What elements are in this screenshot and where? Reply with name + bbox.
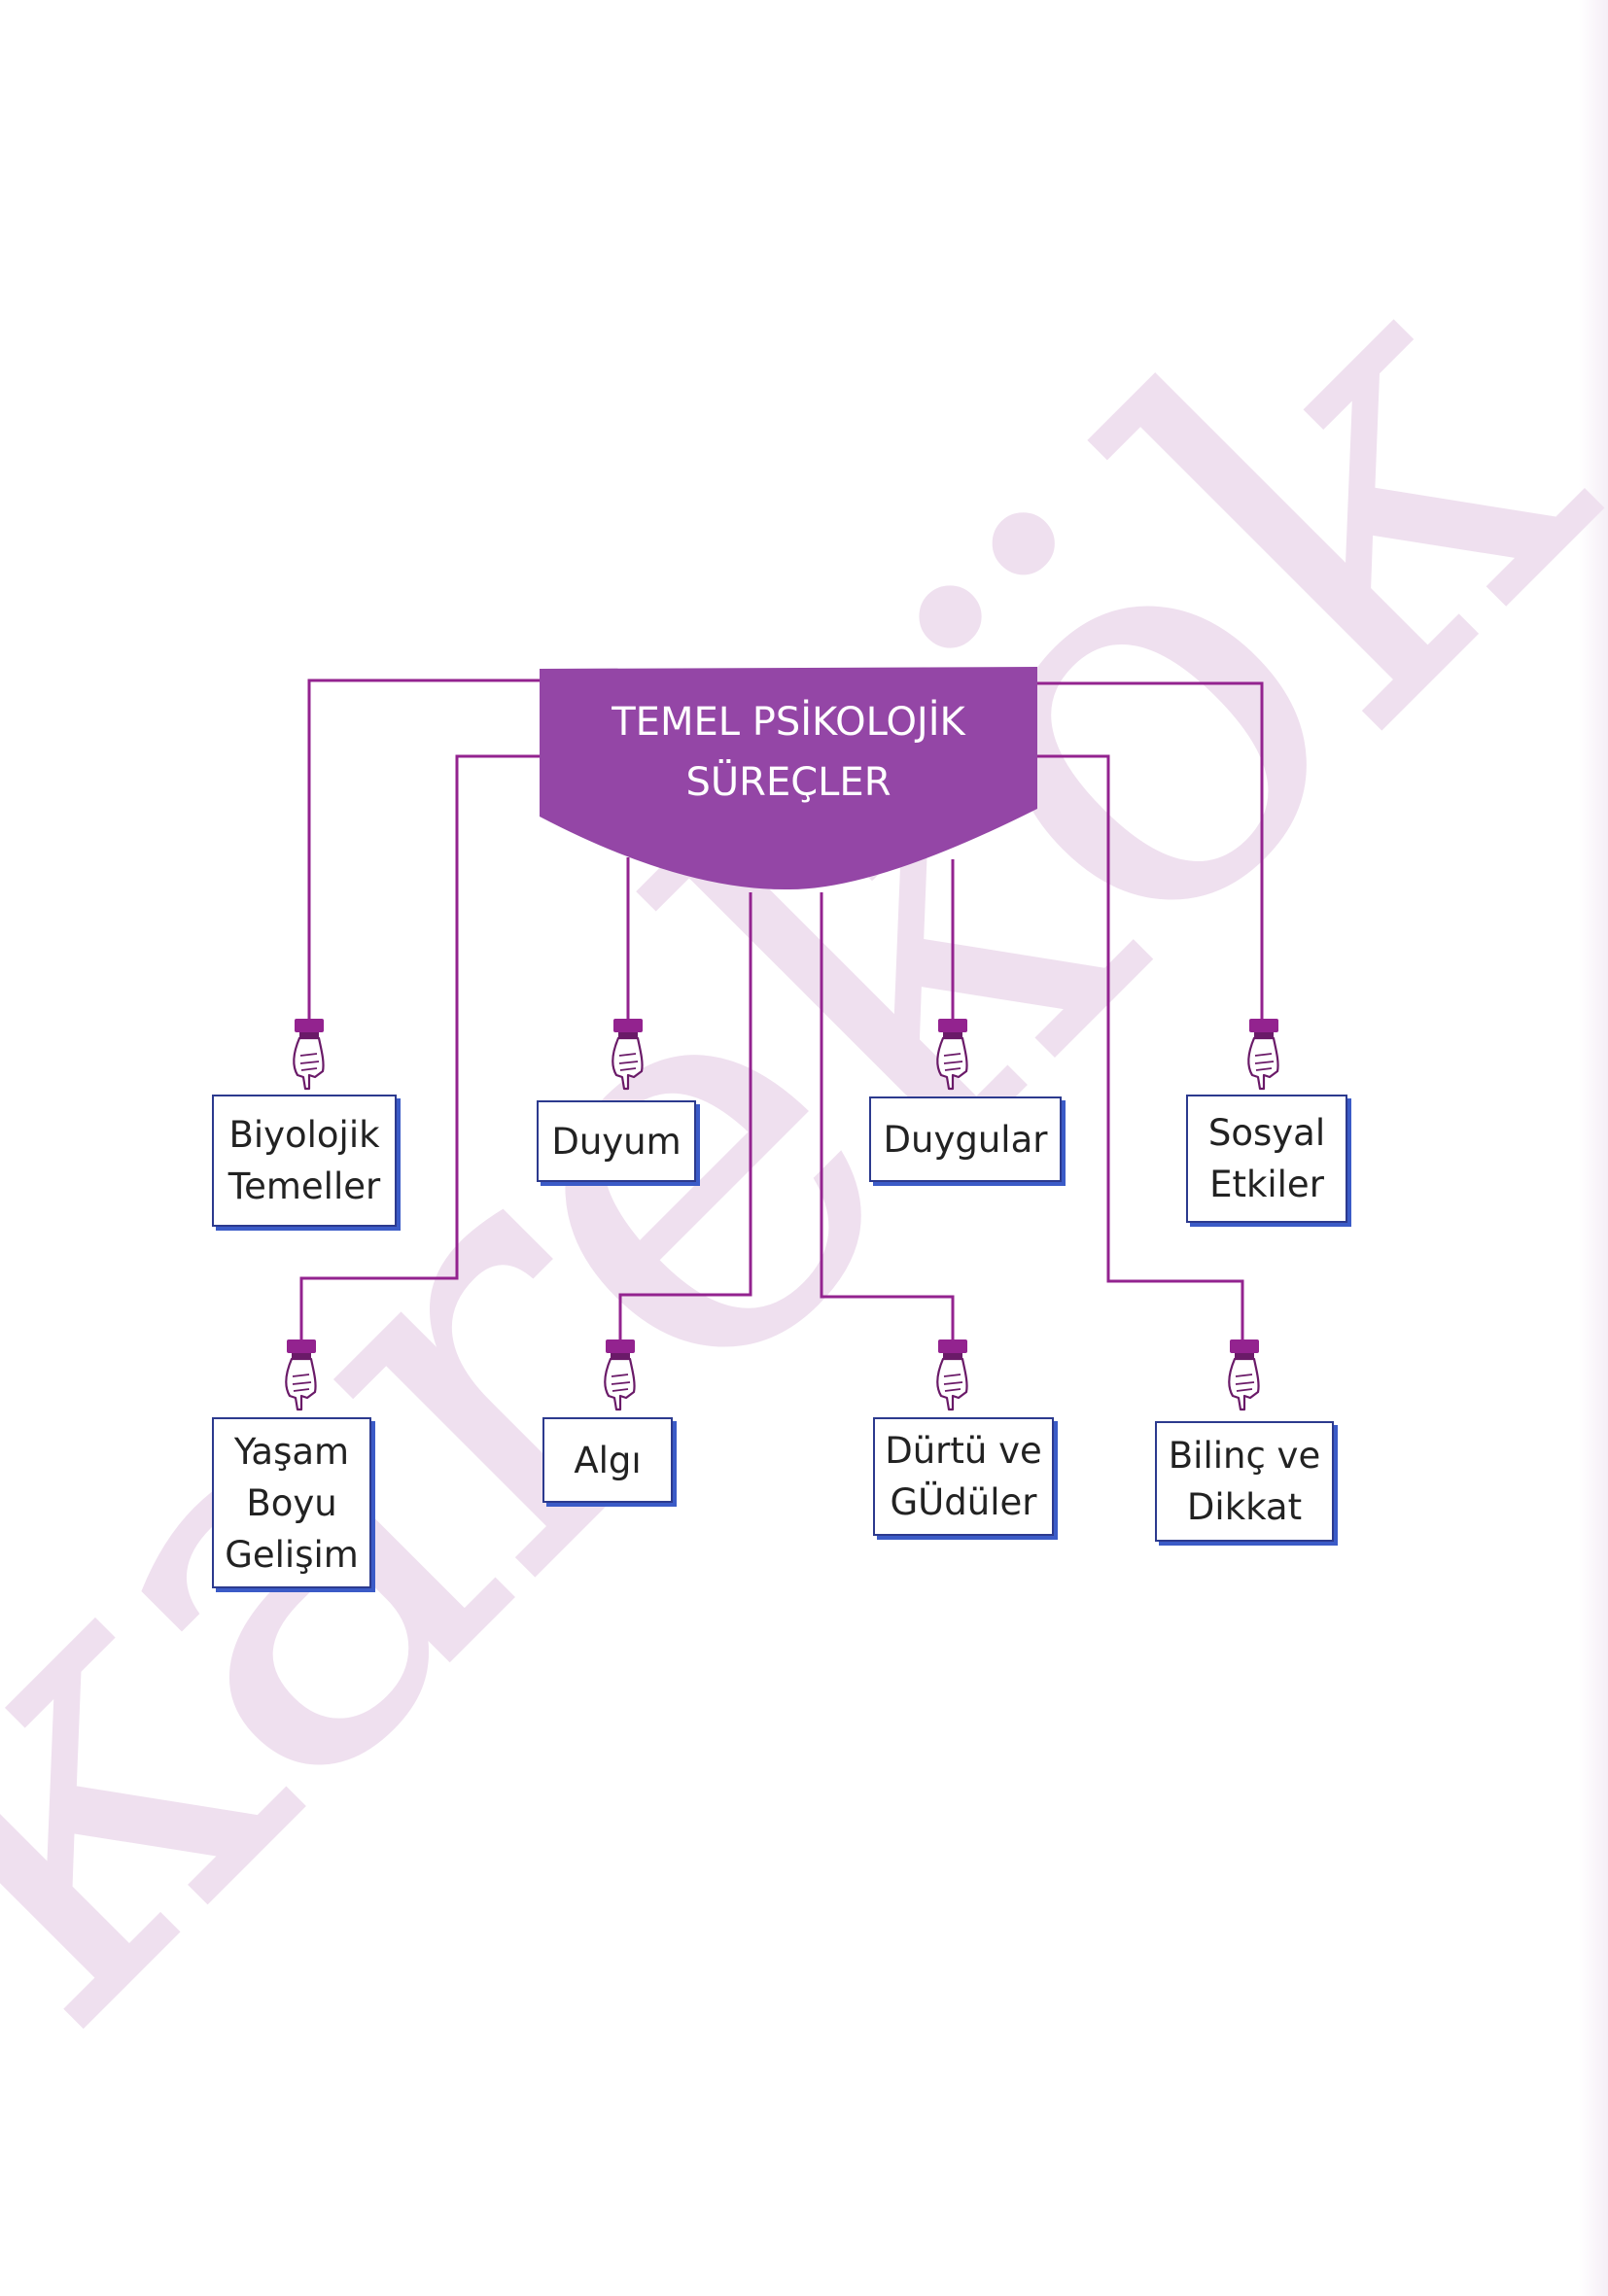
pointing-hand-icon bbox=[936, 1338, 969, 1411]
node-duygular: Duygular bbox=[869, 1096, 1062, 1182]
pointing-hand-icon bbox=[1228, 1338, 1261, 1411]
pointing-hand-icon bbox=[1247, 1017, 1280, 1091]
node-duyum: Duyum bbox=[537, 1100, 696, 1182]
node-yasam-boyu-gelisim: Yaşam Boyu Gelişim bbox=[212, 1417, 371, 1588]
diagram-title: TEMEL PSİKOLOJİK SÜREÇLER bbox=[612, 700, 965, 805]
connector-lines bbox=[299, 678, 1264, 1341]
pointing-hand-icon bbox=[293, 1017, 326, 1091]
node-sosyal-etkiler: Sosyal Etkiler bbox=[1186, 1095, 1347, 1223]
page-edge-strip bbox=[1579, 0, 1608, 2296]
node-durtu-ve-guduler: Dürtü ve GÜdüler bbox=[873, 1417, 1054, 1536]
pointing-hand-icon bbox=[936, 1017, 969, 1091]
node-biyolojik-temeller: Biyolojik Temeller bbox=[212, 1095, 397, 1227]
connector-yasam bbox=[299, 754, 540, 1341]
node-algi: Algı bbox=[542, 1417, 673, 1503]
connector-bilinc bbox=[1037, 754, 1244, 1341]
node-bilinc-ve-dikkat: Bilinç ve Dikkat bbox=[1155, 1421, 1334, 1542]
header-shape bbox=[540, 667, 1037, 890]
connector-biyolojik bbox=[307, 678, 540, 1021]
pointing-hand-icon bbox=[604, 1338, 637, 1411]
pointing-hand-icon bbox=[612, 1017, 645, 1091]
connector-algi bbox=[618, 892, 752, 1341]
connector-sosyal bbox=[1037, 681, 1264, 1021]
connector-durtu bbox=[820, 892, 955, 1341]
pointing-hand-icon bbox=[285, 1338, 318, 1411]
